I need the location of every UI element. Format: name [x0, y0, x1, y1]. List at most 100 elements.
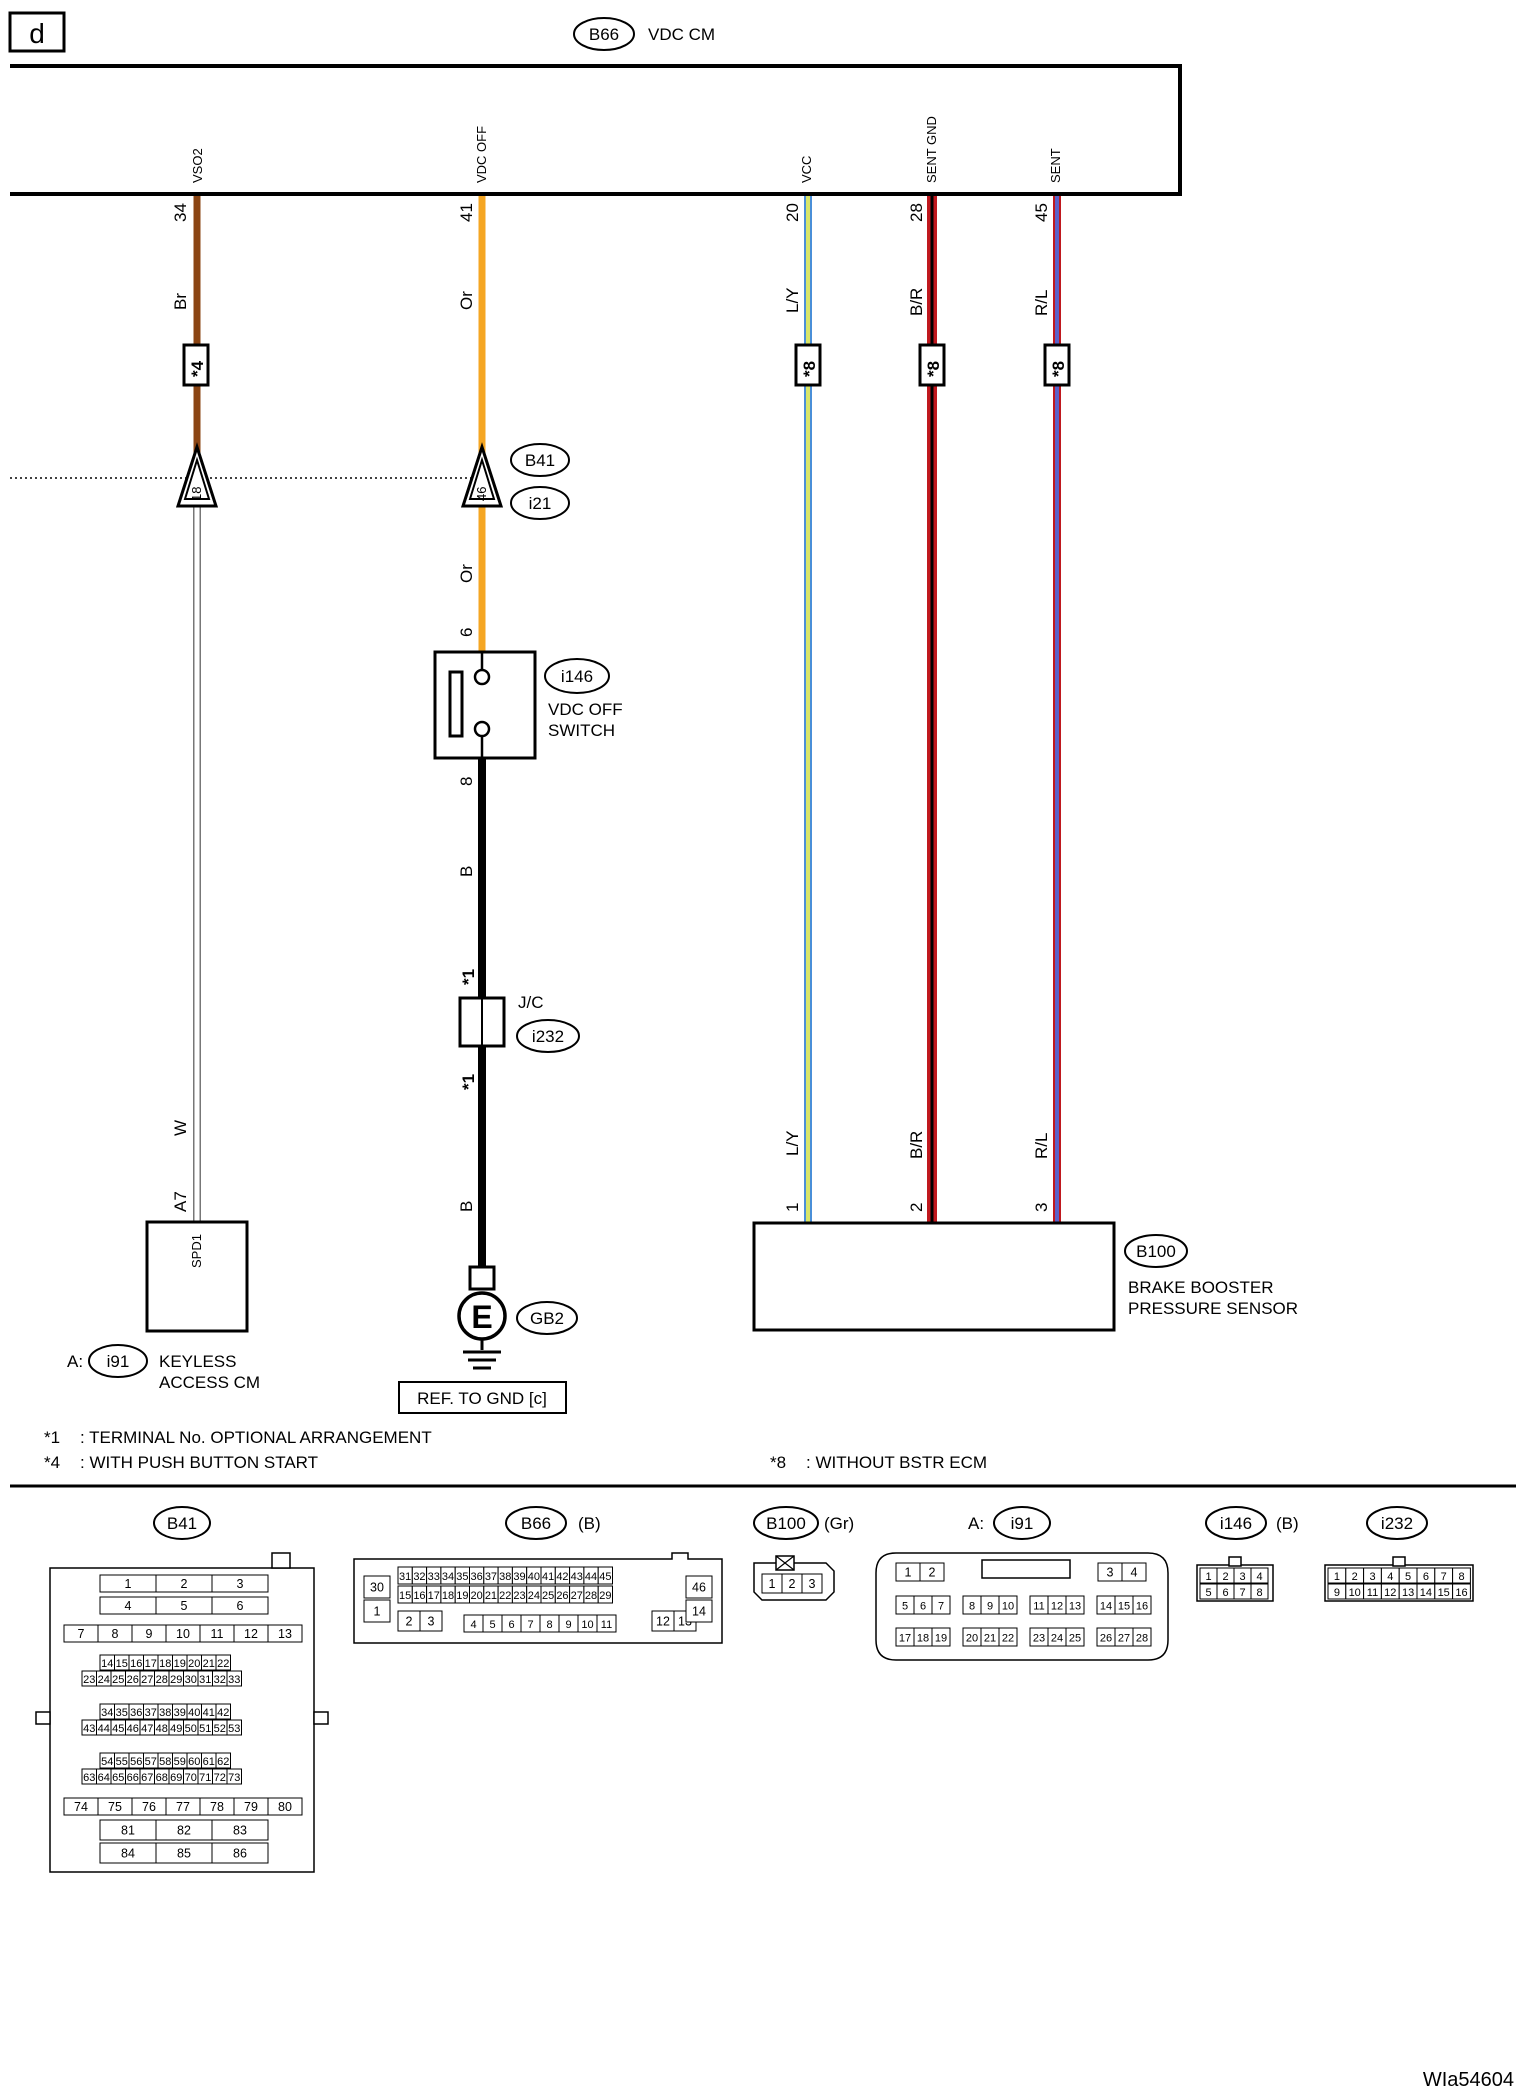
pin-number: 5 — [1205, 1587, 1211, 1599]
pin-number: 19 — [935, 1633, 947, 1645]
pin-cell — [267, 1624, 303, 1643]
pin-number: 4 — [470, 1619, 476, 1631]
pin-cell — [597, 1585, 614, 1604]
pin-number: 46 — [127, 1723, 139, 1735]
pin-number: 15 — [399, 1590, 411, 1602]
pin-number: 33 — [228, 1674, 240, 1686]
pin-number: 2 — [181, 1577, 188, 1591]
pin-number: 17 — [145, 1658, 157, 1670]
pin-number: 12 — [656, 1615, 670, 1629]
connector-i146: i146 — [561, 667, 593, 686]
pin-number: 67 — [141, 1772, 153, 1784]
pin-number: 71 — [199, 1772, 211, 1784]
pin-number: 60 — [188, 1756, 200, 1768]
pin-number: 20 — [966, 1633, 978, 1645]
pin-number: 44 — [98, 1723, 110, 1735]
view-b100-name: B100 — [766, 1514, 806, 1533]
pin-number: 32 — [413, 1571, 425, 1583]
pin-cell — [597, 1566, 614, 1585]
pin-cell — [1065, 1595, 1085, 1615]
pin-number: 81 — [121, 1824, 135, 1838]
vdc-cm-header: B66 VDC CM — [573, 17, 715, 51]
pin-num-20: 20 — [783, 203, 802, 222]
pin-number: 46 — [692, 1581, 706, 1595]
pin-cell — [211, 1596, 269, 1615]
pin-cell — [931, 1595, 951, 1615]
pin-number: 22 — [1002, 1633, 1014, 1645]
star-mark-boxes: *4 *8 *8 *8 — [182, 343, 1071, 387]
pin-number: 10 — [581, 1619, 593, 1631]
pin-number: 58 — [159, 1756, 171, 1768]
pin-number: 51 — [199, 1723, 211, 1735]
pin-cell — [267, 1797, 303, 1816]
star-8-box-b: *8 — [924, 361, 943, 377]
pin-number: 8 — [1256, 1587, 1262, 1599]
pin-cell — [1121, 1562, 1147, 1582]
star-4-box: *4 — [188, 360, 207, 377]
vdc-cm-connector: B66 — [589, 25, 619, 44]
sensor-name-line2: PRESSURE SENSOR — [1128, 1299, 1298, 1318]
figure-code: WIa54604 — [1423, 2069, 1514, 2091]
pin-number: 59 — [174, 1756, 186, 1768]
pin-number: 12 — [244, 1627, 258, 1641]
pin-num-41: 41 — [457, 203, 476, 222]
pin-number: 84 — [121, 1847, 135, 1861]
pin-cell — [931, 1627, 951, 1647]
wire-color-br: Br — [171, 293, 190, 310]
note-8-text: : WITHOUT BSTR ECM — [806, 1453, 987, 1472]
pin-number: 4 — [1387, 1571, 1393, 1583]
pin-cell — [215, 1752, 231, 1769]
pin-number: 34 — [442, 1571, 454, 1583]
pin-cell — [363, 1599, 391, 1623]
pin-number: 3 — [1239, 1571, 1245, 1583]
pin-cell — [1132, 1595, 1152, 1615]
sensor-wire-b-r: B/R — [907, 1131, 926, 1159]
keyless-prefix: A: — [67, 1352, 83, 1371]
pin-number: 31 — [199, 1674, 211, 1686]
pin-number: 45 — [112, 1723, 124, 1735]
pin-label-vcc: VCC — [799, 156, 814, 183]
pin-number: 62 — [217, 1756, 229, 1768]
note-4-mark: *4 — [44, 1453, 60, 1472]
pin-number: 1 — [1334, 1571, 1340, 1583]
pin-number: 28 — [1136, 1633, 1148, 1645]
keyless-name-line2: ACCESS CM — [159, 1373, 260, 1392]
sensor-pin-2: 2 — [907, 1203, 926, 1212]
pin-cell — [226, 1670, 242, 1687]
pin-cell — [1452, 1567, 1471, 1584]
pin-number: 9 — [1334, 1587, 1340, 1599]
keyless-pin-a7: A7 — [171, 1191, 190, 1212]
wire-color-b-r: B/R — [907, 288, 926, 316]
pin-number: 1 — [1205, 1571, 1211, 1583]
sensor-wire-r-l: R/L — [1032, 1133, 1051, 1159]
pin-number: 30 — [370, 1581, 384, 1595]
pin-cell — [363, 1575, 391, 1599]
pin-number: 37 — [485, 1571, 497, 1583]
pin-cell — [685, 1599, 713, 1623]
pin-number: 13 — [1069, 1601, 1081, 1613]
pin-number: 16 — [413, 1590, 425, 1602]
joint-connector-jc: J/C i232 — [458, 993, 580, 1053]
pin-number: 79 — [244, 1800, 258, 1814]
wire-color-or: Or — [457, 291, 476, 310]
pin-number: 15 — [1438, 1587, 1450, 1599]
pin-number: 35 — [456, 1571, 468, 1583]
pin-number: 20 — [188, 1658, 200, 1670]
pin-number: 8 — [112, 1627, 119, 1641]
star-1-upper: *1 — [459, 969, 478, 985]
connector-b41: B41 — [525, 451, 555, 470]
connector-view-headers: B41 B66 (B) B100 (Gr) A: i91 i146 (B) i2… — [153, 1506, 1428, 1540]
pin-number: 21 — [203, 1658, 215, 1670]
view-i146-suffix: (B) — [1276, 1514, 1299, 1533]
pin-number: 12 — [1051, 1601, 1063, 1613]
pin-number: 1 — [374, 1605, 381, 1619]
terminal-spd1: SPD1 — [189, 1234, 204, 1268]
pin-num-45: 45 — [1032, 203, 1051, 222]
pin-number: 68 — [156, 1772, 168, 1784]
pin-number: 49 — [170, 1723, 182, 1735]
view-b41-name: B41 — [167, 1514, 197, 1533]
pin-number: 11 — [601, 1619, 612, 1631]
